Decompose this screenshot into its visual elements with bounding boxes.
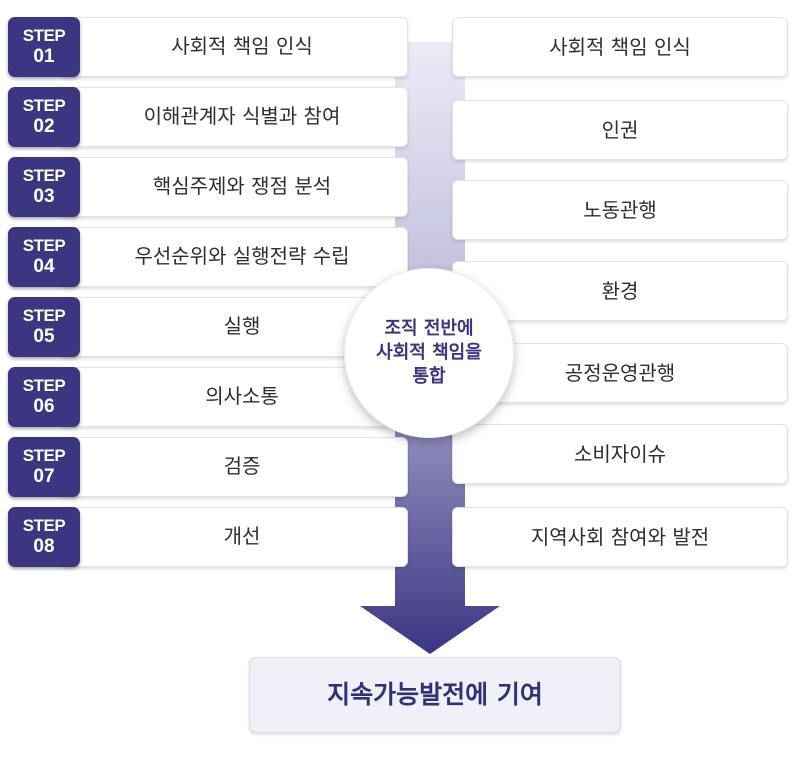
step-badge-6: STEP 06	[8, 367, 80, 427]
step-number: 03	[33, 186, 55, 207]
step-word: STEP	[22, 446, 66, 465]
step-box-8	[60, 507, 408, 567]
step-number: 08	[33, 536, 55, 557]
step-number: 06	[33, 396, 55, 417]
step-row-8: STEP 08 개선	[8, 507, 408, 567]
step-row-3: STEP 03 핵심주제와 쟁점 분석	[8, 157, 408, 217]
step-number: 01	[33, 46, 55, 67]
integration-line-2: 사회적 책임을	[376, 342, 482, 363]
step-number: 05	[33, 326, 55, 347]
subject-box-3: 노동관행	[452, 180, 788, 240]
step-badge-8: STEP 08	[8, 507, 80, 567]
step-word: STEP	[22, 236, 66, 255]
step-word: STEP	[22, 376, 66, 395]
step-badge-5: STEP 05	[8, 297, 80, 357]
result-box: 지속가능발전에 기여	[249, 657, 621, 733]
subject-box-4: 환경	[452, 261, 788, 321]
step-word: STEP	[22, 306, 66, 325]
step-badge-7: STEP 07	[8, 437, 80, 497]
step-label-8: 개선	[223, 524, 261, 548]
step-badge-1: STEP 01	[8, 17, 80, 77]
subject-box-6: 소비자이슈	[452, 424, 788, 484]
step-number: 04	[33, 256, 55, 277]
integration-text: 조직 전반에 사회적 책임을 통합	[376, 317, 482, 389]
subject-box-7: 지역사회 참여와 발전	[452, 507, 788, 567]
step-number: 07	[33, 466, 55, 487]
step-row-1: STEP 01 사회적 책임 인식	[8, 17, 408, 77]
step-label-5: 실행	[223, 314, 261, 338]
subject-box-1: 사회적 책임 인식	[452, 17, 788, 77]
step-label-4: 우선순위와 실행전략 수립	[134, 244, 350, 268]
step-label-1: 사회적 책임 인식	[171, 34, 313, 58]
integration-line-3: 통합	[412, 366, 446, 387]
integration-line-1: 조직 전반에	[384, 318, 474, 339]
step-badge-4: STEP 04	[8, 227, 80, 287]
step-box-4	[60, 227, 408, 287]
step-badge-3: STEP 03	[8, 157, 80, 217]
step-number: 02	[33, 116, 55, 137]
step-row-7: STEP 07 검증	[8, 437, 408, 497]
step-word: STEP	[22, 26, 66, 45]
step-word: STEP	[22, 516, 66, 535]
step-row-4: STEP 04 우선순위와 실행전략 수립	[8, 227, 408, 287]
step-label-6: 의사소통	[205, 384, 279, 408]
step-word: STEP	[22, 96, 66, 115]
step-box-3	[60, 157, 408, 217]
step-badge-2: STEP 02	[8, 87, 80, 147]
step-label-2: 이해관계자 식별과 참여	[143, 104, 341, 128]
subject-box-2: 인권	[452, 100, 788, 160]
step-box-1	[60, 17, 408, 77]
step-row-2: STEP 02 이해관계자 식별과 참여	[8, 87, 408, 147]
integration-circle: 조직 전반에 사회적 책임을 통합	[344, 268, 514, 438]
step-label-3: 핵심주제와 쟁점 분석	[152, 174, 332, 198]
step-label-7: 검증	[223, 454, 261, 478]
step-word: STEP	[22, 166, 66, 185]
step-box-2	[60, 87, 408, 147]
